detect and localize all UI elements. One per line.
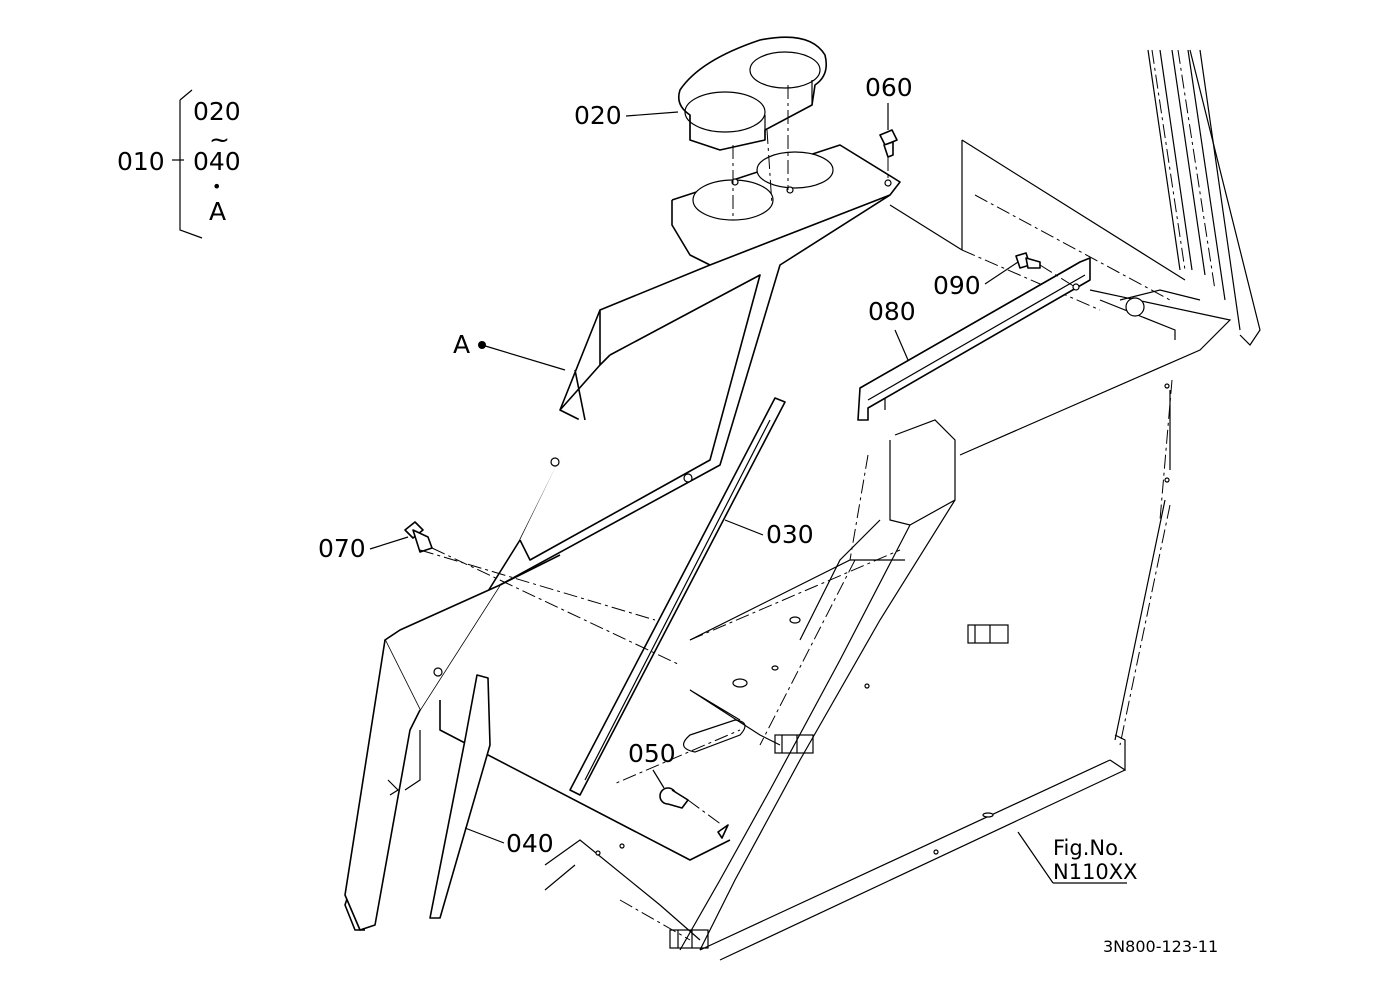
callout-range-start: 020: [193, 97, 241, 126]
pin-090: [1015, 252, 1076, 288]
channel-bracket-080: [857, 257, 1091, 421]
reference-bracket: 010 020 ~ 040 • A: [117, 89, 241, 239]
callout-040: 040: [506, 829, 554, 858]
callout-030: 030: [766, 520, 814, 549]
callout-range-tilde: ~: [209, 125, 230, 154]
callout-080: 080: [868, 297, 916, 326]
side-strip-040: [429, 674, 491, 919]
callout-range-end: 040: [193, 147, 241, 176]
callout-range-dot: •: [212, 177, 221, 196]
fig-ref-line1: Fig.No.: [1053, 836, 1124, 860]
trim-strip-030: [569, 397, 786, 796]
cup-holder-020: [677, 36, 828, 220]
bracket-1: [967, 624, 1009, 644]
callout-060: 060: [865, 73, 913, 102]
callout-010: 010: [117, 147, 165, 176]
grommet-070: [404, 521, 681, 666]
screw-060: [879, 129, 898, 182]
callout-range-sub: A: [209, 197, 226, 226]
callout-020: 020: [574, 101, 622, 130]
drawing-number: 3N800-123-11: [1103, 937, 1218, 956]
callout-090: 090: [933, 271, 981, 300]
callout-070: 070: [318, 534, 366, 563]
cab-frame: [544, 49, 1261, 961]
callouts: A 020 060 090 080 030 070 050 040 Fig.No…: [318, 73, 1138, 884]
bracket-3: [669, 929, 709, 949]
callout-a: A: [453, 330, 470, 359]
callout-050: 050: [628, 739, 676, 768]
bracket-2: [774, 734, 814, 754]
fig-ref-line2: N110XX: [1053, 860, 1138, 884]
clip-050: [659, 787, 729, 839]
